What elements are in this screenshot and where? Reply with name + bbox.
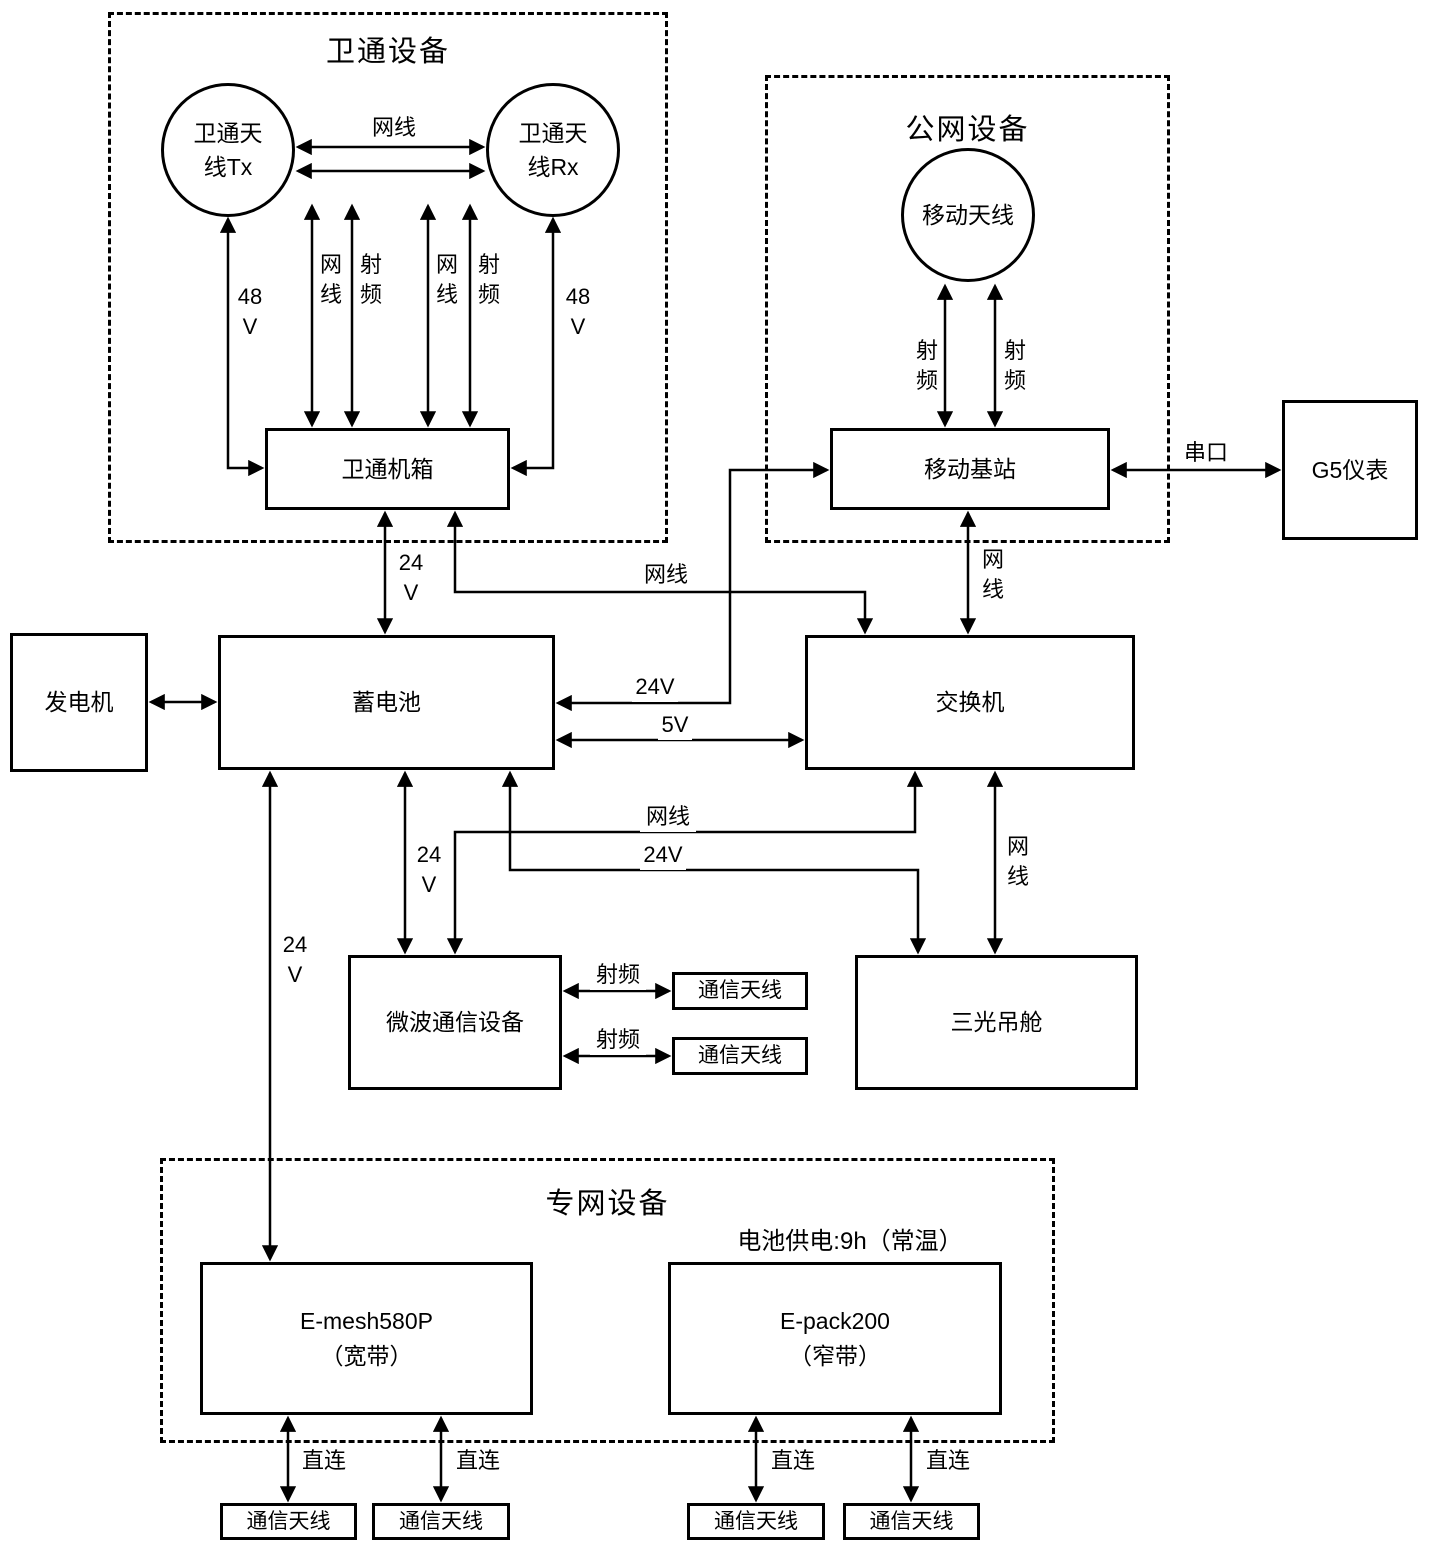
- label-48v-rx: 48 V: [560, 282, 596, 342]
- node-emesh580p: E-mesh580P （宽带）: [200, 1262, 533, 1415]
- label-direct-emesh-2: 直连: [450, 1446, 506, 1476]
- node-epack200: E-pack200 （窄带）: [668, 1262, 1002, 1415]
- label-ethernet-base-switch: 网 线: [980, 545, 1006, 605]
- label-rf-antenna-base-2: 射 频: [1002, 336, 1028, 396]
- node-tri-optical-pod: 三光吊舱: [855, 955, 1138, 1090]
- node-comm-antenna-microwave-2: 通信天线: [672, 1037, 808, 1075]
- label-rf-rx-chassis: 射 频: [476, 250, 502, 310]
- node-sat-antenna-tx: 卫通天 线Tx: [161, 83, 295, 217]
- edge-rx-48v: [510, 216, 562, 477]
- label-epack-battery-note: 电池供电:9h（常温）: [735, 1226, 965, 1259]
- node-battery: 蓄电池: [218, 635, 555, 770]
- node-comm-antenna-emesh-1: 通信天线: [220, 1503, 357, 1540]
- node-comm-antenna-emesh-2: 通信天线: [372, 1503, 510, 1540]
- label-direct-epack-1: 直连: [765, 1446, 821, 1476]
- node-switch: 交换机: [805, 635, 1135, 770]
- group-privnet-title: 专网设备: [545, 1188, 670, 1220]
- group-pubnet-title: 公网设备: [905, 114, 1030, 146]
- label-rf-microwave-antenna-1: 射频: [590, 960, 646, 990]
- label-rf-microwave-antenna-2: 射频: [590, 1025, 646, 1055]
- node-mobile-base-station: 移动基站: [830, 428, 1110, 510]
- group-satcom-title: 卫通设备: [325, 36, 450, 68]
- node-generator: 发电机: [10, 633, 148, 772]
- label-5v-battery-switch: 5V: [658, 710, 692, 740]
- label-ethernet-switch-pod: 网 线: [1005, 832, 1031, 892]
- node-microwave-device: 微波通信设备: [348, 955, 562, 1090]
- label-ethernet-tx-chassis: 网 线: [318, 250, 344, 310]
- label-24v-battery-pod: 24V: [640, 840, 686, 870]
- label-48v-tx: 48 V: [232, 282, 268, 342]
- label-serial-base-g5: 串口: [1178, 438, 1234, 468]
- node-g5-meter: G5仪表: [1282, 400, 1418, 540]
- label-ethernet-tx-rx: 网线: [366, 113, 422, 143]
- node-sat-antenna-rx: 卫通天 线Rx: [486, 83, 620, 217]
- label-rf-antenna-base-1: 射 频: [914, 336, 940, 396]
- edge-tx-48v: [219, 216, 265, 477]
- edge-battery-base-24v: [555, 461, 830, 712]
- node-comm-antenna-microwave-1: 通信天线: [672, 972, 808, 1010]
- label-24v-chassis-battery: 24 V: [393, 548, 429, 608]
- label-ethernet-rx-chassis: 网 线: [434, 250, 460, 310]
- group-privnet: [160, 1158, 1055, 1443]
- node-sat-chassis: 卫通机箱: [265, 428, 510, 510]
- label-ethernet-chassis-switch: 网线: [638, 560, 694, 590]
- label-direct-epack-2: 直连: [920, 1446, 976, 1476]
- label-direct-emesh-1: 直连: [296, 1446, 352, 1476]
- label-24v-battery-microwave: 24 V: [411, 840, 447, 900]
- node-mobile-antenna: 移动天线: [901, 148, 1035, 282]
- label-ethernet-switch-microwave: 网线: [640, 802, 696, 832]
- label-24v-battery-base: 24V: [632, 672, 678, 702]
- node-comm-antenna-epack-2: 通信天线: [843, 1503, 980, 1540]
- label-24v-battery-emesh: 24 V: [277, 930, 313, 990]
- edge-battery-pod-24v: [501, 770, 927, 955]
- label-rf-tx-chassis: 射 频: [358, 250, 384, 310]
- node-comm-antenna-epack-1: 通信天线: [687, 1503, 825, 1540]
